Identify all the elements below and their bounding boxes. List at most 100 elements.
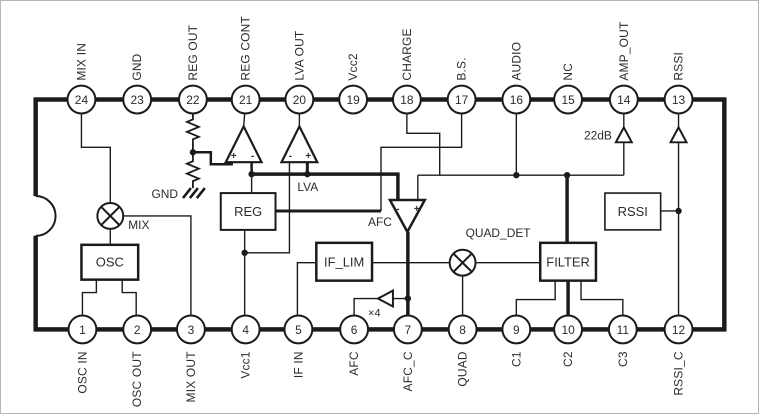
iflim-block-label: IF_LIM: [324, 255, 364, 270]
pin-10-label: C2: [561, 351, 575, 367]
iflim-block: [315, 241, 374, 282]
ic-body-outline: [15, 97, 727, 332]
mix-mixer-icon: [96, 202, 125, 230]
pin-10: [553, 314, 584, 345]
pin-19: [338, 84, 369, 115]
pin-5-label: IF IN: [291, 351, 305, 378]
quad-det-label: QUAD_DET: [466, 226, 532, 240]
lva-amp-minus: -: [289, 151, 292, 162]
pin-23: [122, 84, 153, 115]
pin-23-label: GND: [130, 53, 144, 80]
bottom-pin-numbers: 1 2 3 4 5 6 7 8 9 10 11 12: [79, 323, 685, 337]
wire-lva-minus: [244, 162, 291, 254]
pin-18: [391, 84, 422, 115]
pin-7-label: AFC_C: [401, 351, 415, 391]
svg-text:11: 11: [617, 323, 630, 337]
reg-cont-amp-plus: +: [231, 151, 237, 162]
pin-21-label: REG CONT: [239, 16, 253, 81]
svg-text:21: 21: [239, 93, 253, 107]
svg-text:2: 2: [134, 323, 141, 337]
gain-22db-amp: [614, 125, 634, 144]
svg-text:7: 7: [405, 323, 412, 337]
svg-text:4: 4: [242, 323, 249, 337]
svg-text:19: 19: [346, 93, 360, 107]
pin-14: [608, 84, 639, 115]
svg-text:16: 16: [510, 93, 524, 107]
pin-13-label: RSSI: [672, 52, 686, 81]
afc-opamp: - +: [387, 198, 427, 235]
wire-lva-bus: [251, 172, 400, 201]
afc-opamp-plus: +: [414, 204, 420, 215]
wire-x4-to-pin6: [353, 297, 379, 316]
afc-opamp-minus: -: [396, 204, 399, 215]
pin-20-label: LVA OUT: [292, 30, 306, 81]
pin-14-label: AMP_OUT: [617, 21, 631, 81]
pin-22-label: REG OUT: [186, 24, 200, 80]
gain-22db-label: 22dB: [584, 128, 612, 142]
pin-24: [66, 84, 97, 115]
pin-12-label: RSSI_C: [672, 351, 686, 395]
pin-16: [501, 84, 532, 115]
pin-3: [175, 314, 206, 345]
pin-17: [446, 84, 477, 115]
svg-text:13: 13: [672, 93, 686, 107]
pin-3-label: MIX OUT: [184, 351, 198, 403]
pin-11-label: C3: [616, 351, 630, 367]
wire-mix-to-pin3: [123, 215, 192, 316]
gnd-symbol: [181, 187, 206, 199]
pin-12: [663, 314, 694, 345]
pin-1: [67, 314, 98, 345]
svg-text:17: 17: [455, 93, 469, 107]
top-pin-numbers: 24 23 22 21 20 19 18 17 16 15 14 13: [75, 93, 686, 107]
reg-block-label: REG: [234, 204, 262, 219]
pin-8-label: QUAD: [456, 351, 470, 386]
svg-text:1: 1: [79, 323, 86, 337]
resistor-bottom: [184, 158, 202, 189]
reg-cont-amp: + -: [223, 123, 264, 164]
svg-text:24: 24: [75, 93, 89, 107]
function-blocks: [80, 192, 662, 282]
svg-text:9: 9: [513, 323, 520, 337]
wire-amp21-apex: [242, 113, 246, 127]
index-notch: [35, 195, 57, 237]
pin-4: [230, 314, 261, 345]
x4-amp: [375, 288, 394, 309]
gain-x4-label: ×4: [368, 307, 380, 319]
svg-text:12: 12: [672, 323, 686, 337]
svg-text:23: 23: [131, 93, 145, 107]
svg-text:8: 8: [459, 323, 466, 337]
gnd-label: GND: [151, 187, 178, 201]
wire-pin18-charge: [406, 113, 441, 176]
reg-block: [219, 192, 277, 231]
afc-label: AFC: [368, 215, 392, 229]
resistor-top: [184, 117, 202, 142]
pin-2-label: OSC OUT: [130, 351, 144, 407]
bottom-pins: [67, 314, 694, 345]
pin-2: [122, 314, 153, 345]
pin-18-label: CHARGE: [400, 28, 414, 80]
svg-text:5: 5: [295, 323, 302, 337]
svg-text:15: 15: [561, 93, 575, 107]
svg-text:3: 3: [188, 323, 195, 337]
svg-text:22: 22: [186, 93, 200, 107]
bottom-pin-labels: OSC IN OSC OUT MIX OUT Vcc1 IF IN AFC AF…: [75, 351, 685, 407]
mix-label: MIX: [128, 218, 149, 232]
top-pin-labels: MIX IN GND REG OUT REG CONT LVA OUT Vcc2…: [74, 16, 685, 81]
pin-9-label: C1: [509, 351, 523, 367]
rssi-block: [604, 192, 662, 231]
junction-dots: [189, 149, 682, 302]
quad-mixer-icon: [448, 248, 477, 277]
pin-5: [283, 314, 314, 345]
lva-label: LVA: [297, 180, 318, 194]
svg-text:14: 14: [617, 93, 631, 107]
pin-1-label: OSC IN: [75, 351, 89, 393]
pin-20: [284, 84, 315, 115]
wire-osc-to-pin1: [81, 279, 98, 316]
filter-block-label: FILTER: [546, 255, 590, 270]
wire-reg-to-pin17: [380, 113, 463, 211]
lva-amp-plus: +: [305, 151, 311, 162]
pin-9: [501, 314, 532, 345]
rssi-block-label: RSSI: [618, 204, 648, 219]
